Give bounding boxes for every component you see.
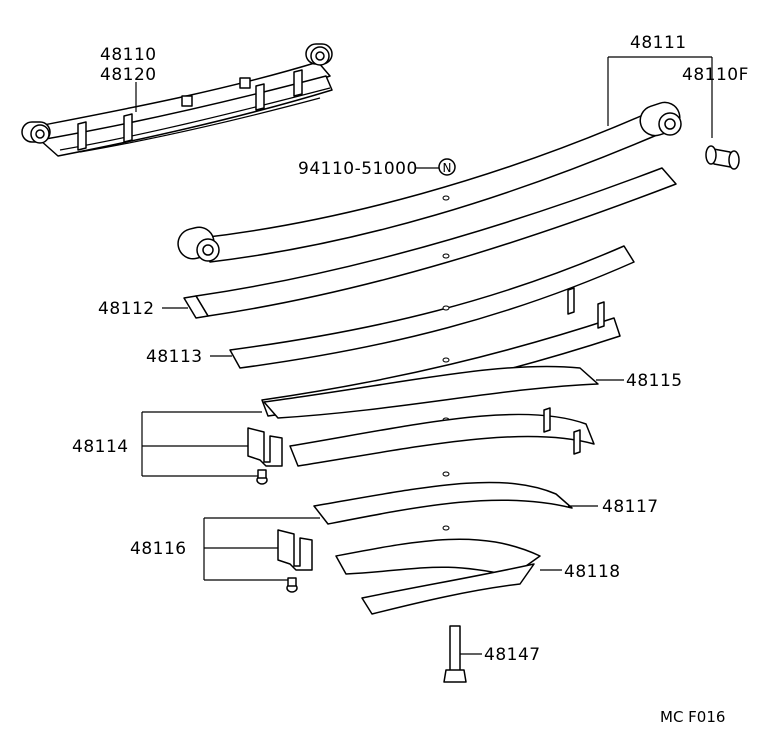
label-48112: 48112 — [98, 299, 155, 319]
label-48115: 48115 — [626, 371, 683, 391]
non-reusable-symbol — [438, 158, 456, 176]
center-bolt-48147-illustration — [443, 625, 467, 683]
label-94110-51000: 94110-51000 — [298, 159, 418, 179]
leader-lines — [141, 56, 713, 655]
spring-assembly-illustration — [21, 43, 333, 157]
label-48110: 48110 — [100, 45, 157, 65]
clip-48114-illustration — [247, 427, 283, 485]
label-48120: 48120 — [100, 65, 157, 85]
label-48117: 48117 — [602, 497, 659, 517]
bushing-48110f-illustration — [705, 145, 740, 170]
label-48114: 48114 — [72, 437, 129, 457]
label-48116: 48116 — [130, 539, 187, 559]
leaf-48113-illustration — [229, 245, 635, 369]
main-leaf-48111-illustration — [177, 101, 682, 263]
diagram-code: MC F016 — [660, 708, 725, 726]
leaf-48117-illustration — [313, 481, 573, 531]
non-reusable-symbol-letter: N — [443, 161, 452, 175]
leaf-48118-illustration — [335, 538, 541, 615]
label-48113: 48113 — [146, 347, 203, 367]
label-48110f: 48110F — [682, 65, 749, 85]
clip-48116-illustration — [277, 529, 313, 593]
leaf-lower-middle-illustration — [289, 407, 595, 477]
part-labels: 48110 48120 48111 48110F 94110-51000 481… — [72, 33, 749, 665]
label-48111: 48111 — [630, 33, 687, 53]
leaf-48115-illustration — [261, 287, 621, 423]
leaf-48112-illustration — [183, 167, 677, 319]
label-48147: 48147 — [484, 645, 541, 665]
label-48118: 48118 — [564, 562, 621, 582]
